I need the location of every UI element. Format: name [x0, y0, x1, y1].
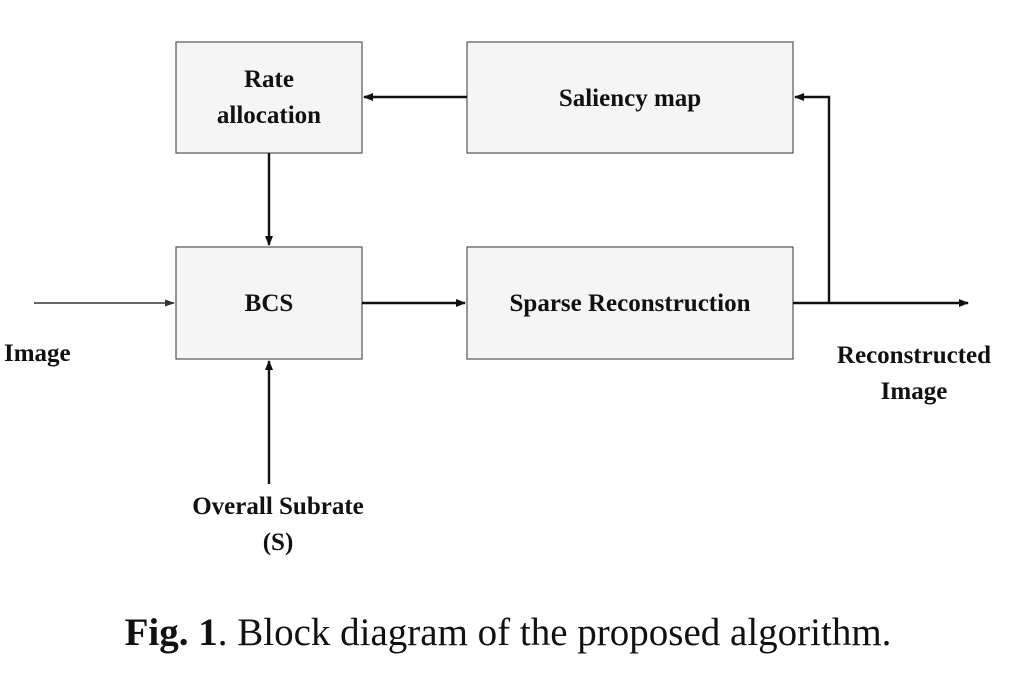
bcs-block: BCS	[175, 246, 363, 360]
reconstructed-image-label-line-2: Image	[881, 378, 948, 405]
figure-caption: Fig. 1. Block diagram of the proposed al…	[0, 610, 1016, 655]
rate-allocation-block: Rate allocation	[175, 41, 363, 154]
image-input-label: Image	[4, 340, 71, 367]
figure-caption-text: . Block diagram of the proposed algorith…	[217, 611, 892, 654]
sparse-reconstruction-block: Sparse Reconstruction	[466, 246, 794, 360]
rate-allocation-label-line-1: Rate	[244, 66, 294, 93]
figure-number: Fig. 1	[124, 611, 218, 654]
saliency-map-label: Saliency map	[559, 85, 701, 112]
bcs-label: BCS	[245, 290, 294, 317]
overall-subrate-label-line-1: Overall Subrate	[192, 493, 364, 520]
rate-allocation-label-line-2: allocation	[217, 102, 321, 129]
reconstructed-image-label-line-1: Reconstructed	[837, 342, 991, 369]
sparse-reconstruction-label: Sparse Reconstruction	[510, 290, 751, 317]
arrow-feedback-to-saliency	[794, 93, 831, 303]
overall-subrate-label-line-2: (S)	[263, 529, 294, 556]
saliency-map-block: Saliency map	[466, 41, 794, 154]
